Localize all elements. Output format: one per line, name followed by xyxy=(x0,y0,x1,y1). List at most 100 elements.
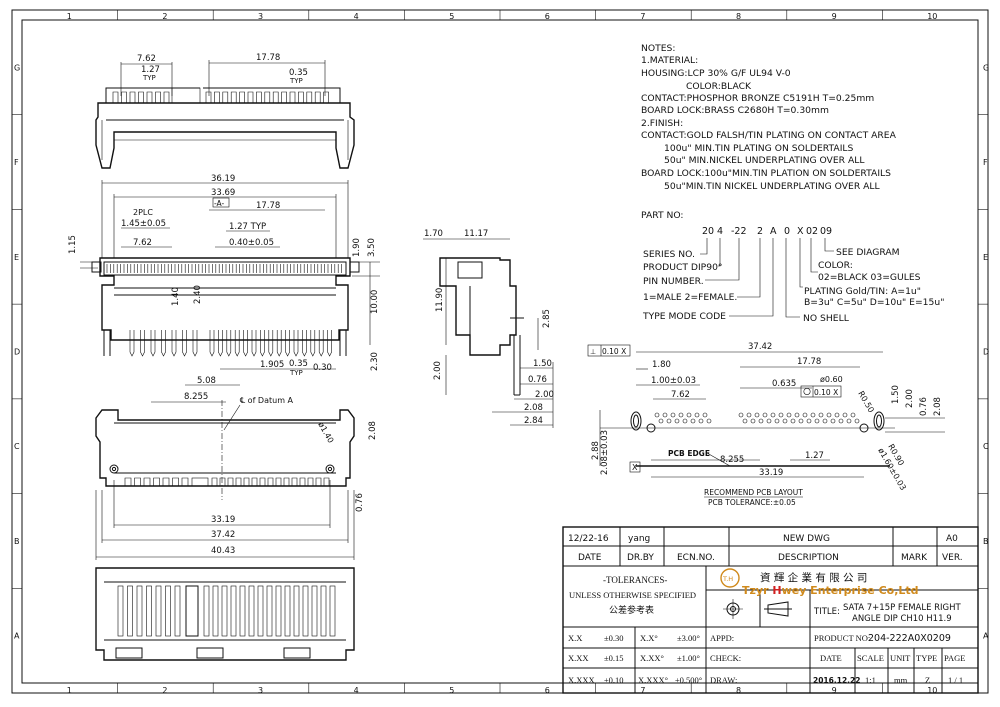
frame-col-6: 6 xyxy=(545,686,550,695)
top-pin xyxy=(163,91,170,103)
pn-plating2: B=3u" C=5u" D=10u" E=15u" xyxy=(804,297,944,308)
frame-col-1: 1 xyxy=(67,686,72,695)
rear-pin xyxy=(203,585,210,637)
frame-col-8: 8 xyxy=(736,686,741,695)
bottom-centerline-label: ℄ of Datum A xyxy=(240,396,294,405)
top-pin xyxy=(256,91,262,103)
pcb-pad xyxy=(770,412,776,418)
part-no-label: PART NO: xyxy=(641,210,684,221)
rear-pin xyxy=(302,585,309,637)
top-pin xyxy=(230,91,237,103)
tol-xxx-val: ±0.15 xyxy=(604,653,624,663)
top-pin xyxy=(272,91,279,103)
hdr-desc: DESCRIPTION xyxy=(778,553,839,563)
projection-symbol-icon xyxy=(764,601,792,617)
pcb-pad xyxy=(754,412,760,418)
pn-seg-5: 0 xyxy=(784,226,790,237)
tol-cn: 公差参考表 xyxy=(609,604,654,616)
bottom-dim-4043: 40.43 xyxy=(211,546,235,556)
rev-by: yang xyxy=(628,534,650,544)
tol-xxx-label: X.XX xyxy=(568,653,589,663)
front-dim-190: 1.90 xyxy=(352,238,362,257)
front-board-lock-right xyxy=(339,330,347,356)
frame-row-G: G xyxy=(14,63,20,72)
bottom-pin xyxy=(235,477,242,486)
pcb-datum-x: X xyxy=(632,463,638,472)
pcb-pad xyxy=(694,412,700,418)
draw-label: DRAW: xyxy=(710,675,737,685)
pcb-pad xyxy=(838,418,844,424)
title-label: TITLE: xyxy=(813,607,840,617)
pcb-dim-1778: 17.78 xyxy=(797,357,821,367)
side-dim-076: 0.76 xyxy=(528,375,547,385)
front-dim-762: 7.62 xyxy=(133,238,152,248)
top-pin xyxy=(281,91,287,103)
frame-col-6: 6 xyxy=(545,12,550,21)
val-page: 1 / 1 xyxy=(948,675,963,685)
front-solder-tail xyxy=(192,330,198,357)
frame-row-A: A xyxy=(14,632,20,641)
pcb-pad xyxy=(786,412,792,418)
frame-row-C: C xyxy=(14,442,20,451)
frame-row-F: F xyxy=(983,158,988,167)
top-pin xyxy=(323,91,329,103)
tol-x4a-label: X.XXX° xyxy=(638,675,668,685)
top-pin xyxy=(129,91,136,103)
tol-xxxa-val: ±1.00° xyxy=(677,653,700,663)
pn-seg-0: 20 xyxy=(702,226,714,237)
bottom-pin xyxy=(275,477,282,486)
frame-row-D: D xyxy=(14,348,20,357)
pn-seg-7: 02 xyxy=(806,226,818,237)
hdr-date2: DATE xyxy=(820,653,842,663)
pcb-pad xyxy=(654,412,660,418)
frame-col-4: 4 xyxy=(354,12,359,21)
tol-xx-val: ±0.30 xyxy=(604,633,624,643)
side-view: 1.70 11.17 11.90 2.85 2.00 1.50 0.76 2.0… xyxy=(423,229,554,428)
front-solder-tail xyxy=(310,330,316,357)
frame-col-9: 9 xyxy=(832,686,837,695)
bottom-dim-076: 0.76 xyxy=(355,493,365,512)
pcb-r050: R0.50 xyxy=(856,390,875,415)
front-solder-tail xyxy=(140,330,145,357)
side-dim-200b: 2.00 xyxy=(535,390,554,400)
top-dim-1778: 17.78 xyxy=(256,53,280,63)
pcb-pad xyxy=(698,418,704,424)
front-solder-tail xyxy=(209,330,215,357)
pcb-pad xyxy=(678,412,684,418)
front-dim-1000: 10.00 xyxy=(370,290,380,314)
notes-line-10: BOARD LOCK:100u"MIN.TIN PLATION ON SOLDE… xyxy=(641,168,891,179)
front-solder-tail xyxy=(171,330,177,357)
frame-col-10: 10 xyxy=(927,686,937,695)
hdr-type: TYPE xyxy=(916,653,937,663)
side-dim-208: 2.08 xyxy=(524,403,543,413)
pn-type-mode: TYPE MODE CODE xyxy=(642,311,726,322)
pcb-dim-150: 1.50 xyxy=(891,385,901,404)
bottom-pin xyxy=(153,477,160,486)
frame-row-E: E xyxy=(983,253,988,262)
pcb-pad xyxy=(850,412,856,418)
pcb-pad xyxy=(750,418,756,424)
tol-x4-label: X.XXX xyxy=(568,675,595,685)
hdr-drby: DR.BY xyxy=(627,553,654,563)
pcb-dim-180: 1.80 xyxy=(652,360,671,370)
hdr-ecn: ECN.NO. xyxy=(677,553,715,563)
pcb-pad xyxy=(782,418,788,424)
bottom-pin xyxy=(299,477,306,486)
bottom-dim-3319: 33.19 xyxy=(211,515,235,525)
rear-pin xyxy=(174,585,181,637)
rear-pin xyxy=(284,585,291,637)
logo-text: T.H xyxy=(722,575,733,583)
rear-pin xyxy=(266,585,273,637)
front-dim-typ: TYP xyxy=(289,369,303,377)
pcb-pad xyxy=(814,418,820,424)
front-solder-tail xyxy=(276,330,282,357)
pcb-pad xyxy=(822,418,828,424)
front-datum-a: -A- xyxy=(214,199,225,208)
notes-line-8: 100u" MIN.TIN PLATING ON SOLDERTAILS xyxy=(664,143,854,154)
bottom-pin xyxy=(227,477,234,486)
part-number-block: PART NO: 20 4 -22 2 A 0 X 02 09 SERIES N… xyxy=(641,210,944,324)
pcb-dim-0635: 0.635 xyxy=(772,379,796,389)
bottom-pin xyxy=(251,477,258,486)
front-dim-3619: 36.19 xyxy=(211,174,235,184)
notes-line-7: CONTACT:GOLD FALSH/TIN PLATING ON CONTAC… xyxy=(641,130,897,141)
